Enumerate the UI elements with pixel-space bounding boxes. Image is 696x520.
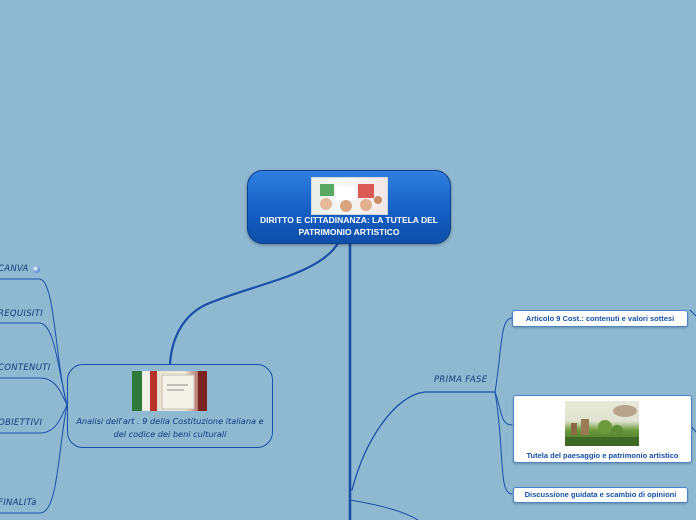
left-link-requisiti (0, 322, 68, 406)
subtopic-finalita[interactable]: FINALITà (0, 498, 37, 508)
subtopic-prima-fase[interactable]: PRIMA FASE (434, 375, 488, 385)
hand-growing-plants-image (565, 401, 639, 446)
left-branch-title: Analisi dell'art . 9 della Costituzione … (76, 416, 264, 439)
left-link-obiettivi (0, 404, 68, 434)
topic-articolo-9[interactable]: Articolo 9 Cost.: contenuti e valori sot… (512, 310, 688, 327)
hands-painting-flag-image (311, 177, 388, 215)
subtopic-requisiti[interactable]: REQUISITI (0, 309, 43, 319)
left-branch-node[interactable]: Analisi dell'art . 9 della Costituzione … (67, 364, 273, 448)
right-link-2 (494, 391, 513, 426)
central-topic-title: DIRITTO E CITTADINANZA: LA TUTELA DEL PA… (259, 215, 438, 237)
central-topic[interactable]: DIRITTO E CITTADINANZA: LA TUTELA DEL PA… (247, 170, 451, 244)
right-link-3 (494, 391, 513, 495)
right-branch-line (351, 391, 426, 491)
topic-tutela-label: Tutela del paesaggio e patrimonio artist… (526, 451, 679, 460)
box-edge-right (689, 309, 696, 317)
left-branch-line (168, 241, 340, 366)
topic-articolo-9-label: Articolo 9 Cost.: contenuti e valori sot… (525, 314, 675, 323)
subtopic-canva[interactable]: CANVA (0, 264, 29, 274)
topic-tutela-paesaggio[interactable]: Tutela del paesaggio e patrimonio artist… (513, 395, 692, 463)
subtopic-obiettivi[interactable]: OBIETTIVI (0, 418, 43, 428)
subtopic-contenuti[interactable]: CONTENUTI (0, 363, 51, 373)
topic-discussione-label: Discussione guidata e scambio di opinion… (524, 490, 677, 499)
note-indicator-icon[interactable] (33, 266, 40, 273)
constitution-book-image (132, 371, 207, 411)
topic-discussione[interactable]: Discussione guidata e scambio di opinion… (513, 487, 688, 503)
left-link-contenuti (0, 377, 68, 406)
left-link-finalita (0, 404, 68, 514)
right-branch-lower (349, 499, 419, 520)
right-link-1 (494, 317, 513, 393)
